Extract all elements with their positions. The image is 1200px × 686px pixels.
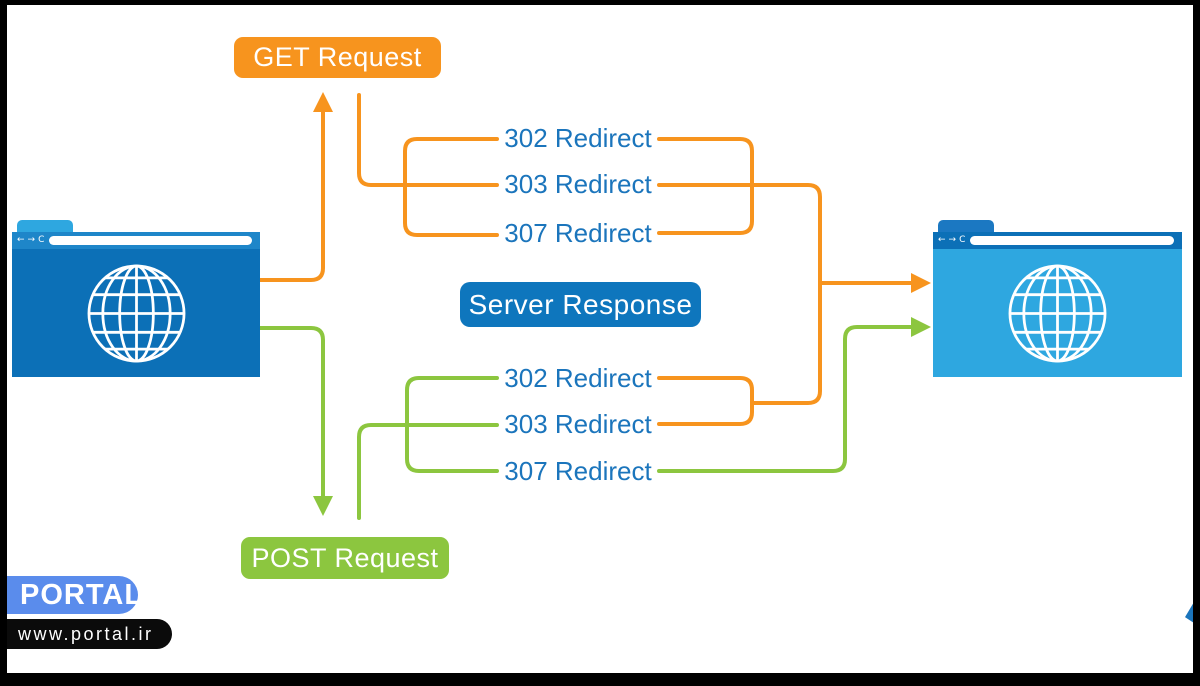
browser-viewport: [12, 249, 260, 377]
get-request-badge: GET Request: [234, 37, 441, 78]
post-request-badge: POST Request: [241, 537, 449, 579]
server-response-badge: Server Response: [460, 282, 701, 327]
reload-icon: C: [959, 235, 966, 245]
portal-url-label: www.portal.ir: [18, 623, 154, 644]
browser-viewport: [933, 249, 1182, 377]
back-icon: ←: [17, 235, 25, 245]
post-redirect-303-label: 303 Redirect: [504, 409, 652, 439]
post-redirect-bracket-right: [657, 376, 754, 426]
browser-toolbar: ← → C: [12, 232, 260, 249]
post-request-arrowhead-down: [313, 496, 333, 516]
frame-border-right: [1193, 0, 1200, 686]
post-preserved-arrow-line: [657, 325, 915, 473]
portal-brand-badge: PORTAL: [0, 576, 142, 614]
clipped-logo-fragment: [1185, 602, 1194, 623]
browser-toolbar: ← → C: [933, 232, 1182, 249]
get-request-arrow-line: [258, 108, 325, 282]
frame-border-bottom: [0, 673, 1200, 686]
post-redirect-307-label: 307 Redirect: [504, 456, 652, 486]
get-redirect-bracket-left: [403, 137, 499, 237]
post-redirect-bracket-left: [405, 376, 499, 473]
destination-browser-window: ← → C: [933, 220, 1182, 377]
globe-icon: [1008, 264, 1107, 362]
get-redirect-307-label: 307 Redirect: [504, 218, 652, 248]
get-redirect-302-label: 302 Redirect: [504, 123, 652, 153]
get-result-arrowhead: [911, 273, 931, 293]
address-bar: [970, 236, 1174, 245]
get-to-redirects-line: [357, 93, 499, 187]
reload-icon: C: [38, 235, 45, 245]
portal-brand-label: PORTAL: [20, 578, 144, 611]
browser-tab: [938, 220, 994, 233]
post-preserved-arrowhead: [911, 317, 931, 337]
address-bar: [49, 236, 252, 245]
get-redirect-303-label: 303 Redirect: [504, 169, 652, 199]
post-redirect-302-label: 302 Redirect: [504, 363, 652, 393]
forward-icon: →: [27, 235, 36, 245]
browser-tab: [17, 220, 73, 233]
source-browser-window: ← → C: [12, 220, 260, 377]
forward-icon: →: [948, 235, 957, 245]
post-request-arrow-line: [258, 326, 325, 500]
frame-border-top: [0, 0, 1200, 5]
post-to-redirects-line: [357, 423, 499, 520]
frame-border-left: [0, 0, 7, 686]
back-icon: ←: [938, 235, 946, 245]
redirect-merge-line: [657, 183, 822, 405]
globe-icon: [87, 264, 185, 362]
get-request-arrowhead-up: [313, 92, 333, 112]
portal-url-badge: www.portal.ir: [0, 619, 172, 649]
